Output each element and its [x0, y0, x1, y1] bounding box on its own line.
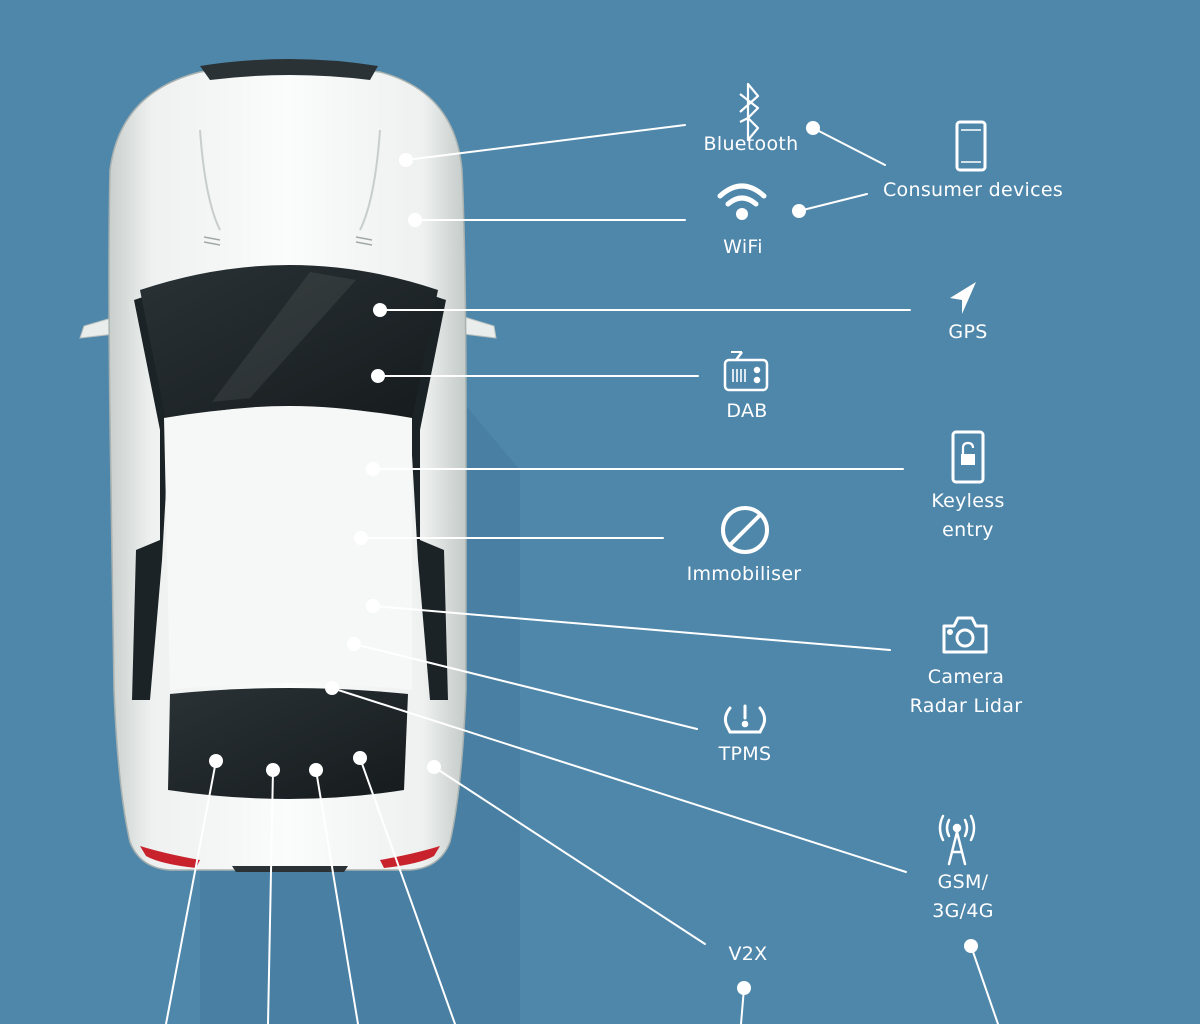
connector-lines: [165, 124, 999, 1024]
radio-icon: [723, 351, 769, 392]
right-tail-light: [380, 846, 440, 868]
roof: [164, 407, 412, 690]
line-sensor-1: [165, 760, 217, 1024]
navigation-arrow-icon: [950, 282, 976, 314]
line-bluetooth-devices: [812, 127, 886, 166]
label-gsm-line2: 3G/4G: [932, 900, 994, 922]
label-camera-radar-lidar: Camera Radar Lidar: [910, 663, 1023, 721]
label-immobiliser: Immobiliser: [686, 563, 802, 585]
dot: [353, 751, 367, 765]
rear-window: [168, 688, 408, 799]
left-tail-light: [140, 846, 200, 868]
right-side-windows: [410, 296, 448, 700]
label-keyless-entry-line1: Keyless: [931, 490, 1005, 512]
label-gsm: GSM/ 3G/4G: [932, 868, 994, 926]
line-sensor-3: [315, 769, 359, 1024]
line-camera: [372, 605, 891, 651]
label-wifi: WiFi: [723, 236, 763, 258]
connector-dots: [209, 121, 978, 995]
line-tpms: [353, 643, 698, 730]
hood-vents: [203, 236, 373, 246]
dot: [366, 462, 380, 476]
dot: [347, 637, 361, 651]
dot: [408, 213, 422, 227]
line-v2x: [433, 766, 706, 945]
label-camera-line1: Camera: [927, 666, 1005, 688]
dot: [366, 599, 380, 613]
line-sensor-4: [359, 757, 456, 1024]
dot: [427, 760, 441, 774]
label-bluetooth: Bluetooth: [703, 133, 799, 155]
dot: [209, 754, 223, 768]
line-wifi-devices: [798, 193, 868, 212]
dot: [806, 121, 820, 135]
dot: [373, 303, 387, 317]
label-gsm-line1: GSM/: [937, 871, 989, 893]
rear-spoiler: [200, 59, 378, 80]
label-camera-line2: Radar Lidar: [909, 695, 1023, 717]
dot: [325, 681, 339, 695]
dot: [399, 153, 413, 167]
line-sensor-2: [267, 769, 274, 1024]
camera-icon: [942, 616, 988, 654]
prohibited-icon: [721, 506, 769, 554]
phone-unlock-icon: [951, 430, 985, 484]
smartphone-icon: [955, 120, 987, 172]
label-keyless-entry: Keyless entry: [931, 487, 1004, 545]
tire-pressure-icon: [723, 704, 767, 734]
label-consumer-devices: Consumer devices: [882, 179, 1064, 201]
rear-bumper: [232, 866, 348, 872]
dot: [354, 531, 368, 545]
windshield: [140, 265, 438, 420]
label-tpms: TPMS: [718, 743, 772, 765]
antenna-tower-icon: [938, 814, 976, 866]
dot: [309, 763, 323, 777]
car-top-view: [79, 59, 497, 872]
dot: [266, 763, 280, 777]
label-gps: GPS: [948, 321, 988, 343]
bluetooth-icon: [739, 82, 760, 142]
label-dab: DAB: [726, 400, 768, 422]
line-gsm: [331, 687, 907, 873]
left-side-windows: [132, 296, 170, 700]
dot: [371, 369, 385, 383]
dot: [737, 981, 751, 995]
label-keyless-entry-line2: entry: [942, 519, 994, 541]
line-gsm-down: [970, 945, 999, 1024]
dot: [964, 939, 978, 953]
wifi-icon: [717, 183, 767, 220]
windshield-reflection: [212, 272, 356, 402]
dot: [792, 204, 806, 218]
line-bluetooth: [405, 124, 686, 161]
label-v2x: V2X: [728, 943, 768, 965]
